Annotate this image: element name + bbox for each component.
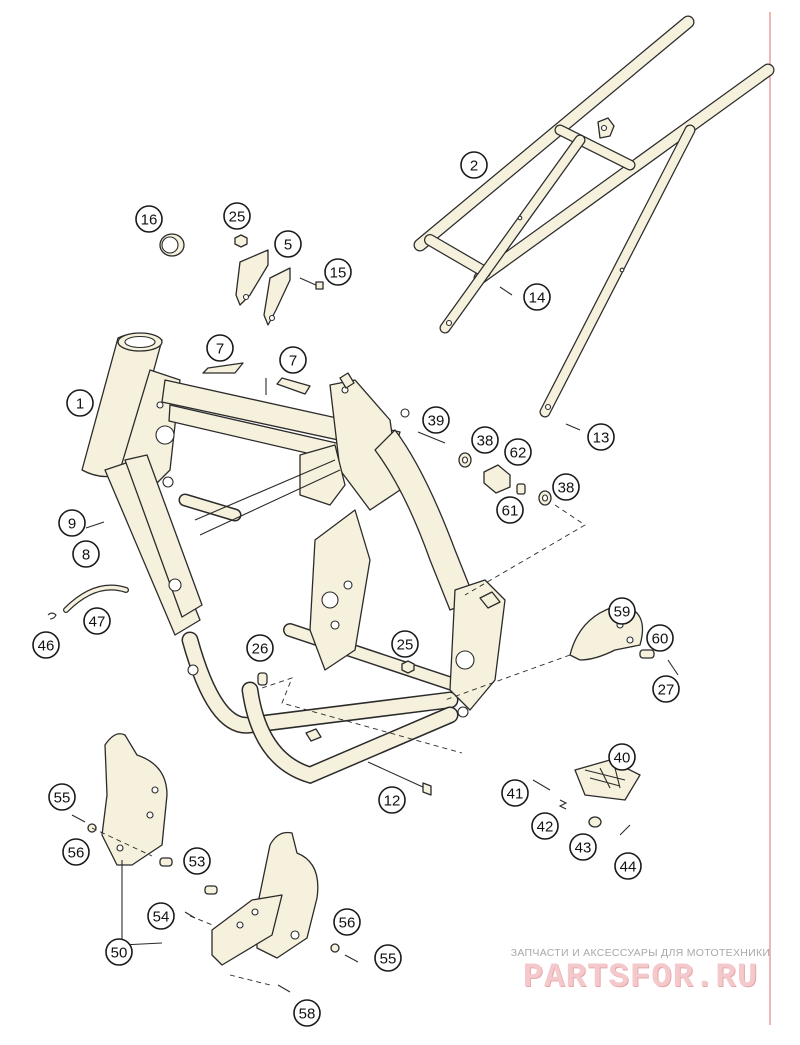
callout-1: 1 xyxy=(66,389,94,417)
callout-40: 40 xyxy=(608,743,636,771)
subframe xyxy=(413,15,775,418)
callout-number: 1 xyxy=(76,396,84,413)
callout-number: 58 xyxy=(299,1006,316,1023)
callout-13: 13 xyxy=(587,423,615,451)
callout-number: 43 xyxy=(575,840,592,857)
callout-60: 60 xyxy=(646,624,674,652)
callout-26: 26 xyxy=(246,634,274,662)
callout-number: 54 xyxy=(153,909,170,926)
callout-55: 55 xyxy=(48,783,76,811)
callout-9: 9 xyxy=(58,509,86,537)
frame-guards xyxy=(71,733,359,993)
callout-number: 56 xyxy=(339,915,356,932)
main-frame xyxy=(81,332,506,785)
callout-number: 25 xyxy=(397,637,414,654)
callout-number: 25 xyxy=(229,209,246,226)
callout-number: 62 xyxy=(510,445,527,462)
callout-62: 62 xyxy=(504,438,532,466)
callout-5: 5 xyxy=(274,230,302,258)
callout-number: 56 xyxy=(68,845,85,862)
callout-number: 47 xyxy=(89,614,106,631)
callout-number: 50 xyxy=(111,945,128,962)
callout-12: 12 xyxy=(378,786,406,814)
callout-14: 14 xyxy=(523,283,551,311)
callout-number: 5 xyxy=(284,237,292,254)
callout-number: 41 xyxy=(507,786,524,803)
callout-number: 27 xyxy=(658,682,675,699)
callout-number: 38 xyxy=(477,433,494,450)
callout-16: 16 xyxy=(135,205,163,233)
callout-number: 7 xyxy=(216,341,224,358)
callout-number: 59 xyxy=(614,604,631,621)
callout-number: 42 xyxy=(537,819,554,836)
callout-38: 38 xyxy=(552,473,580,501)
callout-number: 14 xyxy=(529,290,546,307)
callout-number: 40 xyxy=(614,750,631,767)
watermark: ЗАПЧАСТИ И АКСЕССУАРЫ ДЛЯ МОТОТЕХНИКИ PA… xyxy=(488,947,793,997)
callout-7: 7 xyxy=(206,334,234,362)
callout-44: 44 xyxy=(614,852,642,880)
callout-56: 56 xyxy=(333,908,361,936)
callout-number: 55 xyxy=(380,951,397,968)
callout-8: 8 xyxy=(72,540,100,568)
callout-number: 16 xyxy=(141,212,158,229)
callout-47: 47 xyxy=(83,607,111,635)
callout-number: 55 xyxy=(54,790,71,807)
callout-number: 12 xyxy=(384,793,401,810)
callout-41: 41 xyxy=(501,779,529,807)
callout-39: 39 xyxy=(422,406,450,434)
callout-number: 61 xyxy=(502,503,519,520)
callout-61: 61 xyxy=(496,496,524,524)
callout-27: 27 xyxy=(652,675,680,703)
construction-lines xyxy=(91,504,586,986)
watermark-caption: ЗАПЧАСТИ И АКСЕССУАРЫ ДЛЯ МОТОТЕХНИКИ xyxy=(510,947,771,959)
callout-number: 2 xyxy=(470,158,478,175)
callout-25: 25 xyxy=(223,202,251,230)
callout-number: 15 xyxy=(330,265,347,282)
callout-number: 44 xyxy=(620,859,637,876)
callout-55: 55 xyxy=(374,944,402,972)
watermark-brand-logo: PARTSFOR.RU xyxy=(522,959,759,997)
callout-7: 7 xyxy=(279,346,307,374)
callout-38: 38 xyxy=(471,426,499,454)
callout-42: 42 xyxy=(531,812,559,840)
callout-43: 43 xyxy=(569,833,597,861)
callout-59: 59 xyxy=(608,597,636,625)
callout-50: 50 xyxy=(105,938,133,966)
callout-15: 15 xyxy=(324,258,352,286)
callout-46: 46 xyxy=(32,631,60,659)
callout-25: 25 xyxy=(391,630,419,658)
callout-number: 8 xyxy=(82,547,90,564)
callout-58: 58 xyxy=(293,999,321,1027)
callout-number: 7 xyxy=(289,353,297,370)
callout-number: 39 xyxy=(428,413,445,430)
callout-number: 53 xyxy=(189,854,206,871)
callout-number: 60 xyxy=(652,631,669,648)
callout-2: 2 xyxy=(460,151,488,179)
callout-56: 56 xyxy=(62,838,90,866)
callout-number: 26 xyxy=(252,641,269,658)
callout-number: 13 xyxy=(593,430,610,447)
callout-number: 46 xyxy=(38,638,55,655)
callout-number: 38 xyxy=(558,480,575,497)
callout-53: 53 xyxy=(183,847,211,875)
callout-54: 54 xyxy=(147,902,175,930)
callout-number: 9 xyxy=(68,516,76,533)
